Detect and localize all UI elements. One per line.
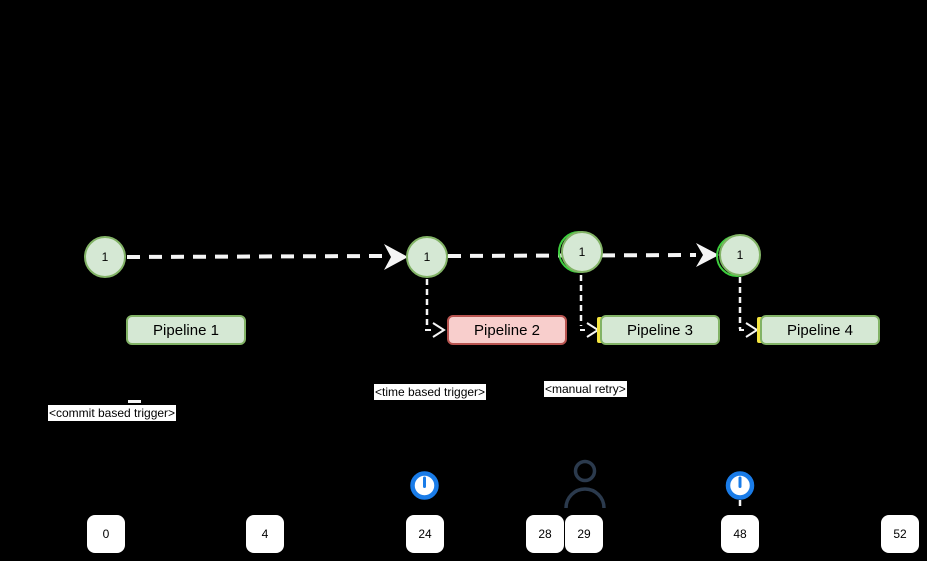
pipeline-1-box: Pipeline 1 (126, 315, 246, 345)
timeline-value: 48 (733, 527, 747, 541)
timeline-marker-0: 0 (87, 515, 125, 553)
run-node-4: 1 (719, 234, 761, 276)
manual-retry-label: <manual retry> (544, 381, 627, 397)
pipeline-label: Pipeline 4 (787, 321, 853, 339)
timeline-marker-52: 52 (881, 515, 919, 553)
run-node-2: 1 (406, 236, 448, 278)
run-node-label: 1 (578, 245, 586, 259)
timeline-value: 52 (893, 527, 907, 541)
timeline-value: 28 (538, 527, 552, 541)
clock-icon (410, 471, 439, 500)
arrowhead-node4-icon (696, 243, 719, 267)
clock-icon (725, 471, 755, 500)
timeline-value: 4 (261, 527, 269, 541)
pipeline-label: Pipeline 1 (153, 321, 219, 339)
timeline-value: 24 (418, 527, 432, 541)
edge-node2-node4 (447, 253, 697, 258)
chevron-pipeline2-icon (425, 322, 446, 338)
commit-trigger-label: <commit based trigger> (48, 405, 177, 421)
timeline-marker-4: 4 (246, 515, 284, 553)
person-icon (564, 459, 606, 509)
timeline-marker-29: 29 (565, 515, 603, 553)
run-node-label: 1 (101, 250, 109, 264)
pipeline-2-box: Pipeline 2 (447, 315, 567, 345)
timeline-marker-48: 48 (721, 515, 759, 553)
artifact-dash (128, 400, 141, 403)
timeline-value: 29 (577, 527, 591, 541)
run-node-3: 1 (561, 231, 603, 273)
timeline-marker-28: 28 (526, 515, 564, 553)
timeline-value: 0 (102, 527, 110, 541)
pipeline-3-box: Pipeline 3 (600, 315, 720, 345)
arrowhead-node2-icon (384, 244, 408, 270)
run-node-label: 1 (736, 248, 744, 262)
pipeline-label: Pipeline 3 (627, 321, 693, 339)
pipeline-label: Pipeline 2 (474, 321, 540, 339)
run-node-label: 1 (423, 250, 431, 264)
run-node-1: 1 (84, 236, 126, 278)
timeline-marker-24: 24 (406, 515, 444, 553)
pipeline-4-box: Pipeline 4 (760, 315, 880, 345)
time-trigger-label: <time based trigger> (374, 384, 487, 400)
